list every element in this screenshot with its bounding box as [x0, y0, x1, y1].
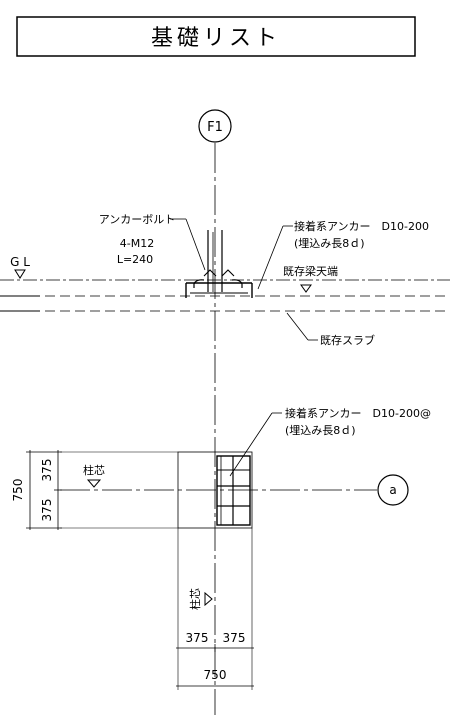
- beam-top-marker: [300, 284, 312, 293]
- gl-label: G L: [10, 255, 30, 269]
- column-center-label-h: 柱芯: [83, 463, 105, 477]
- adhesive-anchor-plan-label-1: 接着系アンカー D10-200@: [285, 406, 431, 420]
- adhesive-anchor-plan-label-2: (埋込み長8ｄ): [285, 424, 356, 437]
- adhesive-anchor-leader-elev: [257, 225, 284, 290]
- anchor-bolt-leader-diag: [185, 218, 206, 271]
- anchor-bolt-label-1: アンカーボルト: [99, 213, 176, 226]
- dim-vertical-bottom: 375: [40, 499, 54, 522]
- gl-marker: [14, 269, 26, 279]
- anchor-bolt-label-2: 4-M12: [120, 237, 154, 250]
- column-center-marker-h: [86, 479, 102, 488]
- existing-slab-label: 既存スラブ: [320, 333, 375, 347]
- base-plate-plan: [216, 455, 251, 526]
- dim-horizontal-left: 375: [186, 631, 209, 645]
- base-plate-section: [185, 230, 253, 298]
- grid-bubble-f1: [198, 109, 232, 143]
- dim-vertical-top: 375: [40, 459, 54, 482]
- existing-slab-leader: [286, 312, 309, 341]
- dim-horizontal-right: 375: [223, 631, 246, 645]
- column-center-label-v: 柱芯: [188, 588, 202, 610]
- grid-label-a: a: [389, 483, 396, 497]
- adhesive-anchor-elev-label-2: (埋込み長8ｄ): [294, 237, 365, 250]
- column-center-marker-v: [204, 591, 213, 607]
- title-box: [16, 16, 416, 57]
- existing-beam-top-label: 既存梁天端: [283, 264, 338, 278]
- adhesive-anchor-elev-label-1: 接着系アンカー D10-200: [294, 219, 429, 233]
- adhesive-anchor-leader-plan: [229, 412, 273, 477]
- grid-bubble-a: [377, 474, 409, 506]
- page-title: 基礎リスト: [151, 26, 281, 51]
- anchor-bolt-label-3: L=240: [117, 253, 153, 266]
- grid-label-f1: F1: [207, 120, 223, 135]
- dim-horizontal-total: 750: [204, 668, 227, 682]
- foundation-outline: [177, 451, 253, 529]
- dim-vertical-total: 750: [11, 479, 25, 502]
